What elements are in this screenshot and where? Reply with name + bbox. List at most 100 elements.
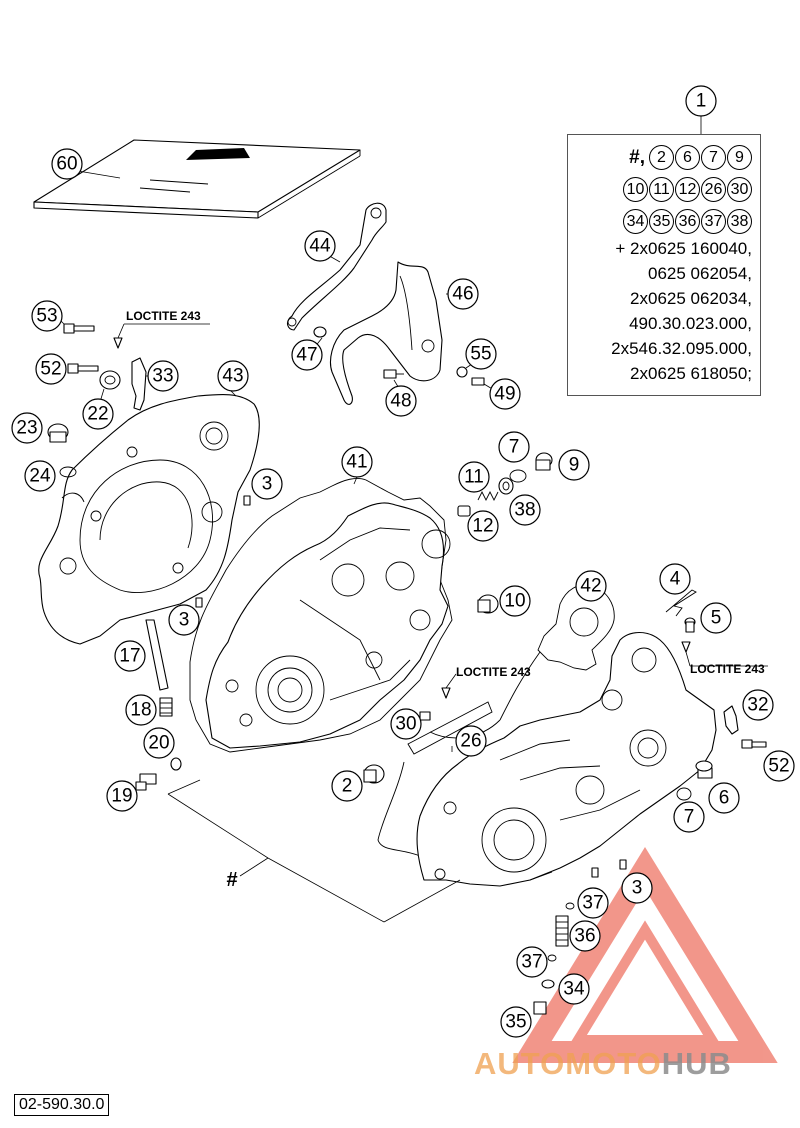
- callout-3-a: 3: [251, 468, 283, 500]
- svg-text:24: 24: [29, 466, 51, 487]
- svg-text:41: 41: [346, 452, 367, 473]
- svg-text:37: 37: [521, 952, 542, 973]
- svg-text:10: 10: [504, 591, 525, 612]
- washer-38: [498, 477, 514, 495]
- svg-text:22: 22: [87, 404, 108, 425]
- svg-text:49: 49: [494, 384, 515, 405]
- callout-3-b: 3: [168, 604, 200, 636]
- callout-12: 12: [467, 510, 499, 542]
- callout-43: 43: [217, 360, 249, 392]
- svg-text:11: 11: [464, 467, 484, 488]
- spring-11: [477, 490, 499, 502]
- callout-6: 6: [708, 782, 740, 814]
- screw-53: [59, 319, 95, 334]
- kit-row-3: 34 35 36 37 38: [623, 209, 752, 234]
- watermark-text-part2: HUB: [661, 1046, 732, 1081]
- svg-text:2: 2: [342, 776, 353, 797]
- callout-47: 47: [291, 339, 323, 371]
- callout-48: 48: [385, 385, 417, 417]
- assembly-bracket: [167, 779, 461, 923]
- washer-55: [456, 363, 473, 378]
- callout-30: 30: [390, 708, 422, 740]
- small-bushing: [313, 326, 327, 349]
- loctite-drop-left: [113, 323, 210, 349]
- svg-text:9: 9: [569, 455, 580, 476]
- plug-19: [135, 773, 157, 791]
- callout-44: 44: [304, 230, 336, 262]
- oring-7-bottom: [676, 787, 692, 801]
- loctite-label-left: LOCTITE 243: [126, 309, 201, 323]
- crankcase-left-half: [205, 502, 451, 749]
- kit-item: 38: [727, 209, 752, 234]
- callout-41: 41: [341, 446, 373, 478]
- screw-5: [684, 617, 696, 633]
- callout-37-b: 37: [516, 946, 548, 978]
- svg-text:38: 38: [514, 500, 535, 521]
- loctite-drop-mid: [441, 673, 457, 699]
- callout-52-right: 52: [763, 750, 795, 782]
- washer-34: [541, 979, 555, 989]
- callout-23: 23: [11, 412, 43, 444]
- svg-text:6: 6: [719, 788, 730, 809]
- callout-26: 26: [455, 725, 487, 757]
- kit-line: + 2x0625 160040,: [615, 239, 752, 258]
- kit-item: 2: [649, 145, 674, 170]
- kit-item: 11: [649, 177, 674, 202]
- svg-text:55: 55: [470, 344, 491, 365]
- svg-text:1: 1: [696, 91, 707, 112]
- callout-33: 33: [147, 360, 179, 392]
- kit-item: 10: [623, 177, 648, 202]
- svg-text:5: 5: [711, 608, 722, 629]
- kit-item: 9: [727, 145, 752, 170]
- kit-line: 0625 062054,: [648, 264, 752, 283]
- loctite-label-right: LOCTITE 243: [690, 662, 765, 676]
- svg-text:53: 53: [36, 306, 57, 327]
- spring-18: [159, 697, 173, 717]
- svg-text:19: 19: [111, 786, 132, 807]
- washer-20: [170, 757, 182, 771]
- svg-text:44: 44: [309, 236, 331, 257]
- callout-55: 55: [465, 338, 497, 370]
- svg-text:35: 35: [505, 1012, 526, 1033]
- spring-36: [555, 915, 569, 947]
- callout-19: 19: [106, 780, 138, 812]
- pin-17: [145, 619, 169, 691]
- callout-7-bottom: 7: [673, 801, 705, 833]
- callout-11: 11: [458, 461, 490, 493]
- svg-text:26: 26: [460, 731, 481, 752]
- screw-48: [383, 369, 404, 391]
- callout-52-left: 52: [35, 353, 67, 385]
- callout-36: 36: [569, 920, 601, 952]
- svg-text:32: 32: [747, 695, 768, 716]
- callout-7-top: 7: [498, 431, 530, 463]
- callout-34: 34: [558, 973, 590, 1005]
- kit-item: 35: [649, 209, 674, 234]
- drain-plug-6: [695, 760, 713, 779]
- bearing-10: [477, 594, 499, 614]
- kit-line: 2x0625 618050;: [630, 364, 752, 383]
- svg-text:48: 48: [390, 391, 411, 412]
- kit-item: 37: [701, 209, 726, 234]
- callout-18: 18: [125, 694, 157, 726]
- kit-item: 30: [727, 177, 752, 202]
- screw-30: [419, 711, 431, 721]
- svg-text:3: 3: [632, 878, 643, 899]
- screw-52-left: [67, 363, 99, 374]
- svg-text:12: 12: [472, 516, 493, 537]
- svg-text:7: 7: [684, 807, 695, 828]
- oil-plug-23: [47, 423, 69, 443]
- kit-line: 490.30.023.000,: [629, 314, 752, 333]
- svg-text:47: 47: [296, 345, 317, 366]
- callout-49: 49: [489, 378, 521, 410]
- callout-10: 10: [499, 585, 531, 617]
- oring-7-top: [509, 469, 527, 483]
- callout-37-a: 37: [577, 887, 609, 919]
- callout-42: 42: [575, 570, 607, 602]
- o-ring-24: [59, 466, 77, 478]
- kit-line: 2x0625 062034,: [630, 289, 752, 308]
- loctite-label-middle: LOCTITE 243: [456, 665, 531, 679]
- callout-24: 24: [24, 460, 56, 492]
- callout-46: 46: [447, 278, 479, 310]
- svg-text:20: 20: [148, 733, 169, 754]
